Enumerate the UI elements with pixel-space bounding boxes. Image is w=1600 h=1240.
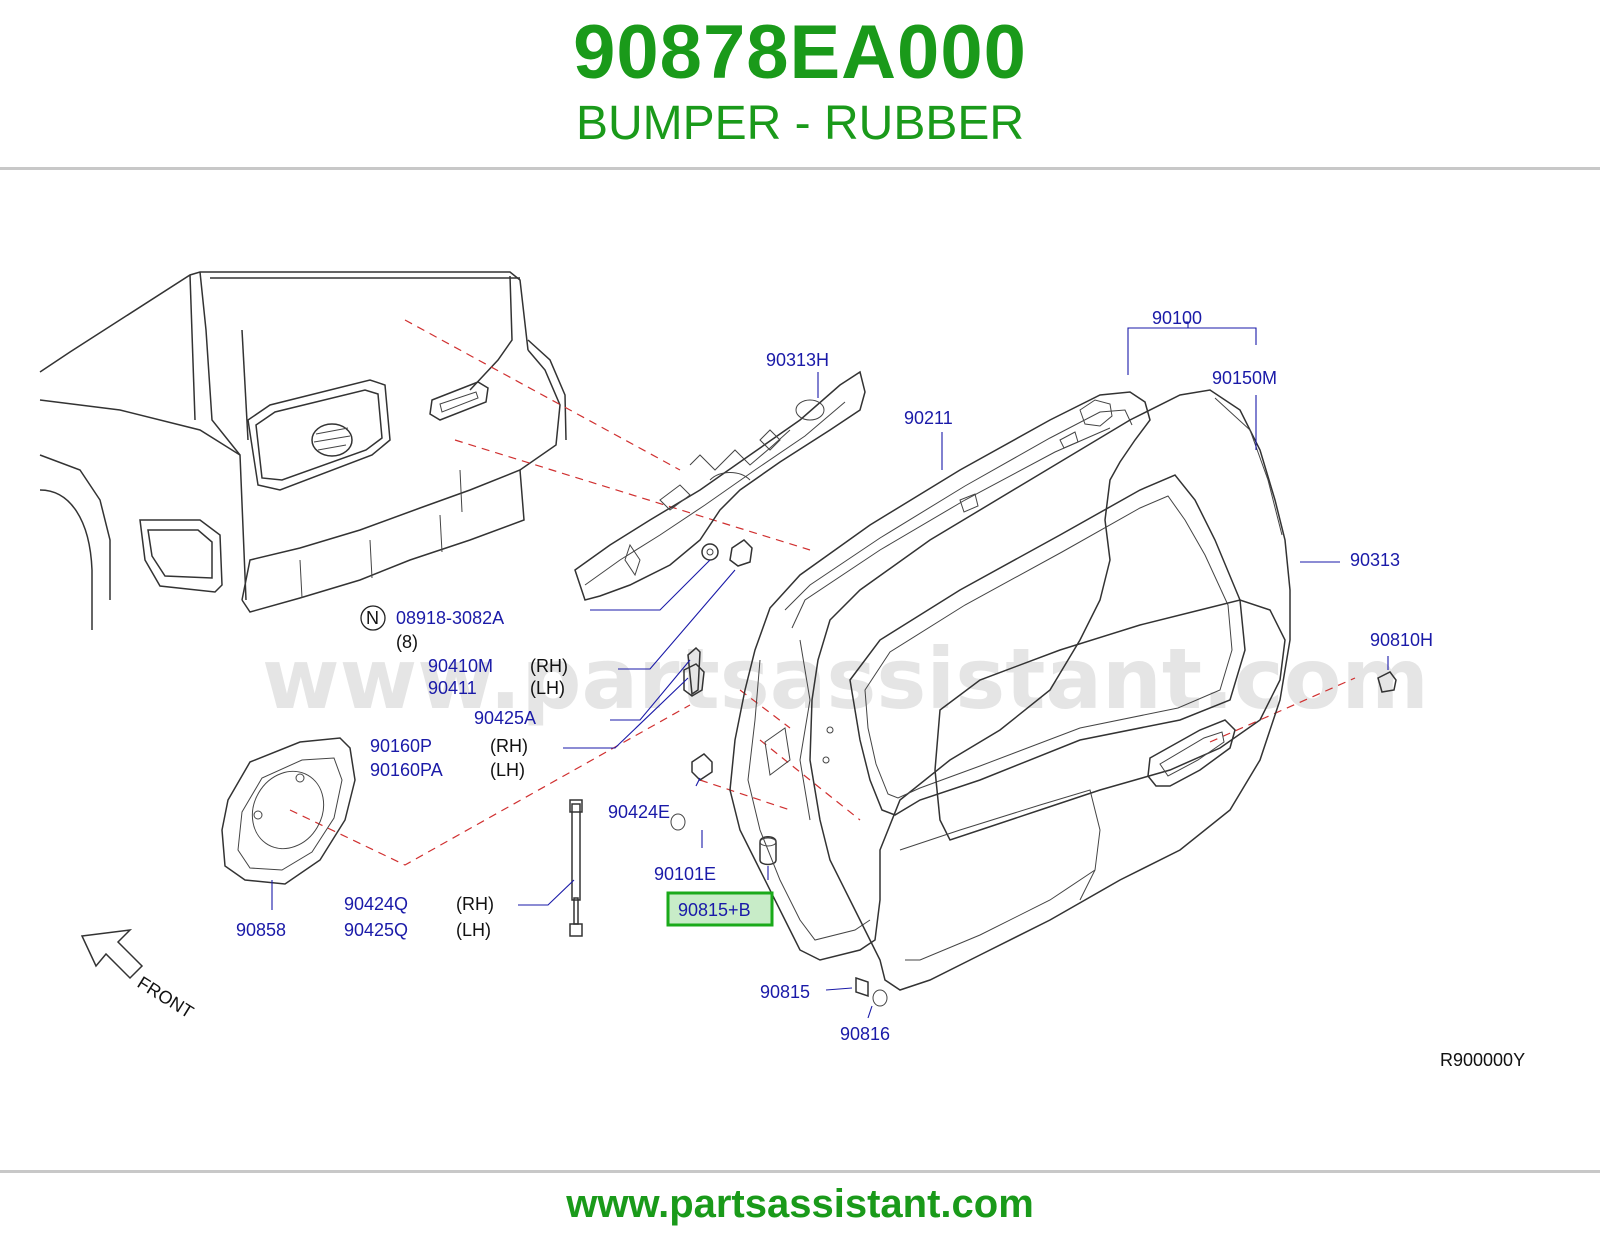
label-90150m[interactable]: 90150M xyxy=(1212,368,1277,388)
label-90160p-side: (RH) xyxy=(490,736,528,756)
label-90858[interactable]: 90858 xyxy=(236,920,286,940)
highlight-box xyxy=(666,891,774,927)
reference-lines xyxy=(289,319,1356,866)
label-90411-side: (LH) xyxy=(530,678,565,698)
part-number-title: 90878EA000 xyxy=(573,10,1027,95)
label-90816[interactable]: 90816 xyxy=(840,1024,890,1044)
label-90160pa[interactable]: 90160PA xyxy=(370,760,443,780)
label-90424e[interactable]: 90424E xyxy=(608,802,670,822)
n-symbol: N xyxy=(366,608,379,628)
label-quantity-8: (8) xyxy=(396,632,418,652)
label-90424q-side: (RH) xyxy=(456,894,494,914)
label-90160p[interactable]: 90160P xyxy=(370,736,432,756)
header-divider xyxy=(0,167,1600,170)
footer-url[interactable]: www.partsassistant.com xyxy=(566,1182,1034,1226)
label-90411[interactable]: 90411 xyxy=(428,678,477,698)
label-90425q-side: (LH) xyxy=(456,920,491,940)
part-labels: 90100 90150M 90313H 90211 90313 90810H N… xyxy=(236,308,1525,1070)
label-90160pa-side: (LH) xyxy=(490,760,525,780)
label-08918-3082a[interactable]: 08918-3082A xyxy=(396,608,504,628)
label-90313h[interactable]: 90313H xyxy=(766,350,829,370)
label-90101e[interactable]: 90101E xyxy=(654,864,716,884)
parts-diagram: www.partsassistant.com xyxy=(39,271,1525,1070)
label-90410m[interactable]: 90410M xyxy=(428,656,493,676)
part-name-subtitle: BUMPER - RUBBER xyxy=(575,97,1025,150)
label-90425q[interactable]: 90425Q xyxy=(344,920,408,940)
label-90100[interactable]: 90100 xyxy=(1152,308,1202,328)
vehicle-body-drawing xyxy=(39,271,567,630)
lamp-bracket-drawing xyxy=(221,737,356,885)
front-arrow-icon xyxy=(80,928,144,980)
front-label: FRONT xyxy=(134,972,197,1022)
latch-panel-drawing xyxy=(574,370,866,601)
small-hardware-drawing xyxy=(569,539,1397,1007)
n-symbol-circle xyxy=(360,605,386,631)
label-90211[interactable]: 90211 xyxy=(904,408,953,428)
label-90425a[interactable]: 90425A xyxy=(474,708,536,728)
label-90313[interactable]: 90313 xyxy=(1350,550,1400,570)
label-90424q[interactable]: 90424Q xyxy=(344,894,408,914)
label-90815-b-highlighted[interactable]: 90815+B xyxy=(678,900,751,920)
label-90810h[interactable]: 90810H xyxy=(1370,630,1433,650)
footer-divider xyxy=(0,1170,1600,1173)
label-90410m-side: (RH) xyxy=(530,656,568,676)
reference-code: R900000Y xyxy=(1440,1050,1525,1070)
label-90815[interactable]: 90815 xyxy=(760,982,810,1002)
header: 90878EA000 BUMPER - RUBBER xyxy=(0,0,1600,168)
leader-lines xyxy=(271,321,1389,1019)
back-door-drawing xyxy=(729,389,1291,991)
watermark: www.partsassistant.com xyxy=(262,630,1429,728)
